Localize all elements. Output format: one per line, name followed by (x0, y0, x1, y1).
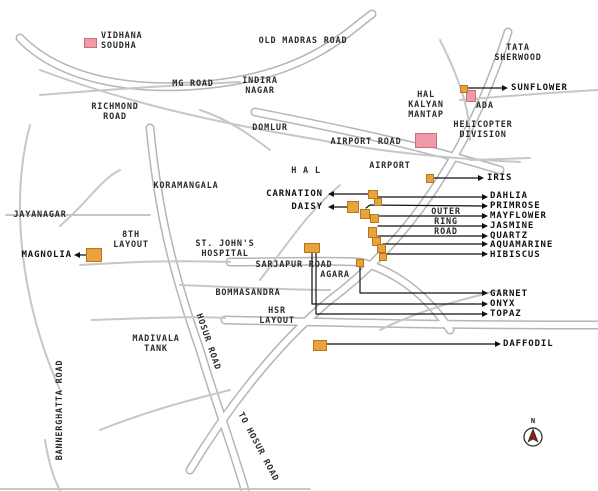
label-vidhana-soudha: VIDHANA SOUDHA (101, 31, 143, 51)
marker-hibiscus-icon[interactable] (379, 253, 387, 261)
label-old-madras-road: OLD MADRAS ROAD (258, 36, 348, 46)
label-koramangala: KORAMANGALA (153, 181, 219, 191)
arrow-carnation (328, 191, 334, 197)
compass-north-label: N (530, 417, 536, 425)
project-iris[interactable]: IRIS (487, 173, 513, 183)
marker-onyx-topaz-icon[interactable] (304, 243, 320, 253)
label-airport-road: AIRPORT ROAD (330, 137, 402, 147)
arrow-hibiscus (482, 251, 488, 257)
label-8th-layout: 8TH LAYOUT (113, 230, 149, 250)
project-mayflower[interactable]: MAYFLOWER (490, 211, 547, 221)
label-agara: AGARA (320, 270, 350, 280)
leader-garnet (359, 262, 485, 294)
project-daisy[interactable]: DAISY (291, 202, 323, 212)
arrow-primrose (482, 203, 488, 209)
vidhana-soudha-building-icon (84, 38, 97, 48)
marker-garnet-icon[interactable] (356, 259, 364, 267)
ada-building-icon (466, 90, 476, 102)
label-madivala-tank: MADIVALA TANK (132, 334, 180, 354)
compass-arrow-icon (527, 428, 539, 443)
arrow-dahlia (482, 194, 488, 200)
marker-daisy-icon[interactable] (347, 201, 359, 213)
marker-iris-icon[interactable] (426, 174, 434, 183)
label-richmond-road: RICHMOND ROAD (91, 102, 139, 122)
arrow-magnolia (74, 252, 80, 258)
leader-topaz (315, 249, 485, 315)
label-domlur: DOMLUR (252, 123, 288, 133)
label-tata-sherwood: TATA SHERWOOD (494, 43, 542, 63)
arrow-iris (478, 175, 484, 181)
marker-mayflower-icon[interactable] (370, 214, 379, 223)
marker-daffodil-icon[interactable] (313, 340, 327, 351)
marker-sunflower-icon[interactable] (460, 85, 468, 93)
arrow-topaz (482, 311, 488, 317)
arrow-onyx (482, 301, 488, 307)
leader-onyx (311, 249, 485, 305)
arrow-quartz (482, 233, 488, 239)
project-sunflower[interactable]: SUNFLOWER (511, 83, 568, 93)
arrow-sunflower (502, 85, 508, 91)
arrow-garnet (482, 290, 488, 296)
label-st-johns-hospital: ST. JOHN'S HOSPITAL (195, 239, 255, 259)
project-daffodil[interactable]: DAFFODIL (503, 339, 554, 349)
marker-primrose-icon[interactable] (360, 209, 370, 219)
project-carnation[interactable]: CARNATION (266, 189, 323, 199)
label-mg-road: MG ROAD (172, 79, 214, 89)
marker-dahlia-icon[interactable] (374, 198, 382, 206)
project-onyx[interactable]: ONYX (490, 299, 516, 309)
label-jayanagar: JAYANAGAR (13, 210, 67, 220)
label-hal: H A L (291, 166, 321, 176)
label-airport: AIRPORT (369, 161, 411, 171)
label-hsr-layout: HSR LAYOUT (259, 306, 295, 326)
project-topaz[interactable]: TOPAZ (490, 309, 522, 319)
label-bommasandra: BOMMASANDRA (215, 288, 281, 298)
label-helicopter-division: HELICOPTER DIVISION (453, 120, 513, 140)
label-indira-nagar: INDIRA NAGAR (242, 76, 278, 96)
label-ada: ADA (476, 101, 494, 111)
label-outer-ring-road: OUTER RING ROAD (431, 207, 461, 237)
marker-quartz-icon[interactable] (372, 237, 381, 246)
helicopter-division-building-icon (415, 133, 437, 148)
leader-primrose (365, 204, 485, 209)
project-magnolia[interactable]: MAGNOLIA (21, 250, 72, 260)
arrow-aquamarine (482, 241, 488, 247)
project-garnet[interactable]: GARNET (490, 289, 528, 299)
arrow-mayflower (482, 213, 488, 219)
label-sarjapur-road: SARJAPUR ROAD (255, 260, 333, 270)
arrow-daisy (328, 204, 334, 210)
project-quartz[interactable]: QUARTZ (490, 231, 528, 241)
project-dahlia[interactable]: DAHLIA (490, 191, 528, 201)
arrow-daffodil (495, 341, 501, 347)
marker-magnolia-icon[interactable] (86, 248, 102, 262)
project-aquamarine[interactable]: AQUAMARINE (490, 240, 554, 250)
label-hal-kalyan-mantap: HAL KALYAN MANTAP (408, 90, 444, 120)
label-bannerghatta-road: BANNERGHATTA ROAD (55, 359, 65, 461)
project-primrose[interactable]: PRIMROSE (490, 201, 541, 211)
project-jasmine[interactable]: JASMINE (490, 221, 535, 231)
marker-carnation-icon[interactable] (368, 190, 378, 199)
marker-aquamarine-icon[interactable] (377, 244, 386, 253)
arrow-jasmine (482, 223, 488, 229)
project-hibiscus[interactable]: HIBISCUS (490, 250, 541, 260)
